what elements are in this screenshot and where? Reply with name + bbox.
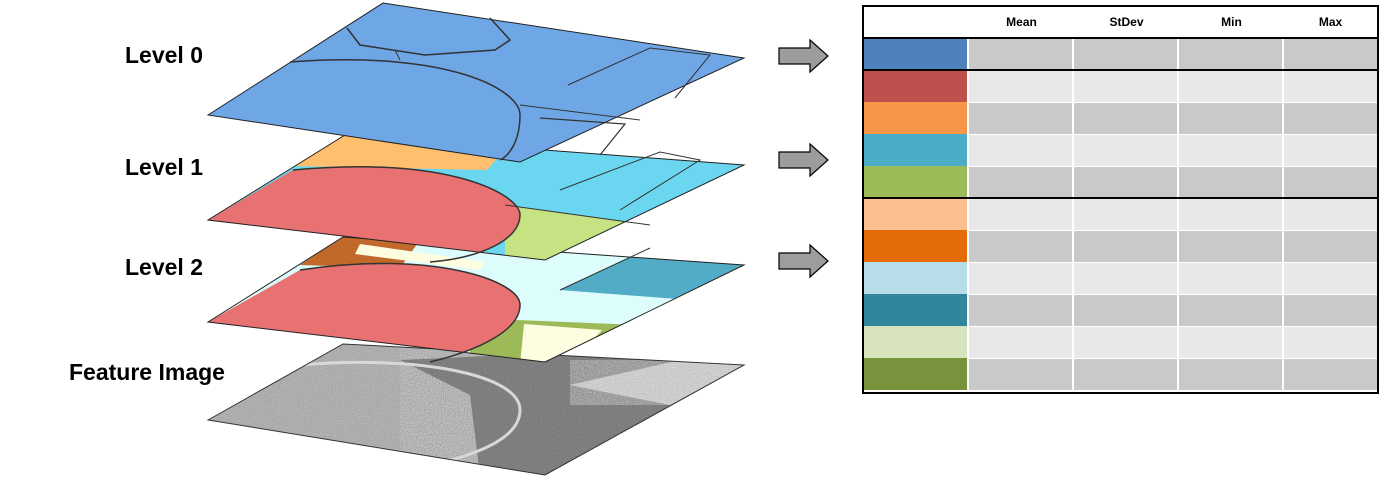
table-row — [864, 230, 1377, 262]
color-swatch — [864, 262, 967, 294]
table-row — [864, 134, 1377, 166]
color-swatch — [864, 230, 967, 262]
color-swatch — [864, 294, 967, 326]
table-cell — [1072, 134, 1177, 166]
feature-image-label: Feature Image — [69, 359, 225, 385]
header-stdev: StDev — [1109, 15, 1144, 29]
table-cell — [1282, 294, 1377, 326]
table-cell — [1282, 230, 1377, 262]
color-swatch — [864, 198, 967, 230]
table-cell — [1072, 198, 1177, 230]
level-1-label: Level 1 — [125, 154, 203, 180]
table-row — [864, 102, 1377, 134]
table-cell — [1177, 70, 1282, 102]
table-cell — [1282, 358, 1377, 390]
table-cell — [1282, 134, 1377, 166]
table-row — [864, 198, 1377, 230]
table-cell — [1072, 294, 1177, 326]
table-cell — [1072, 70, 1177, 102]
table-row — [864, 166, 1377, 198]
table-cell — [1282, 166, 1377, 198]
table-cell — [967, 102, 1072, 134]
table-cell — [1072, 38, 1177, 70]
color-swatch — [864, 134, 967, 166]
table-cell — [1282, 326, 1377, 358]
header-min: Min — [1221, 15, 1242, 29]
group-divider — [864, 37, 1377, 39]
table-row — [864, 70, 1377, 102]
table-cell — [1177, 326, 1282, 358]
table-cell — [1177, 358, 1282, 390]
level-0-label: Level 0 — [125, 42, 203, 68]
table-cell — [967, 358, 1072, 390]
color-swatch — [864, 102, 967, 134]
table-row — [864, 262, 1377, 294]
table-cell — [967, 326, 1072, 358]
table-cell — [1177, 262, 1282, 294]
table-cell — [967, 134, 1072, 166]
table-cell — [1177, 198, 1282, 230]
table-cell — [967, 198, 1072, 230]
table-cell — [1282, 102, 1377, 134]
table-cell — [1177, 134, 1282, 166]
color-swatch — [864, 326, 967, 358]
table-cell — [1177, 166, 1282, 198]
header-mean: Mean — [1006, 15, 1037, 29]
table-cell — [1072, 262, 1177, 294]
table-cell — [1177, 230, 1282, 262]
header-max: Max — [1318, 15, 1343, 29]
table-cell — [1177, 38, 1282, 70]
table-cell — [967, 294, 1072, 326]
color-swatch — [864, 166, 967, 198]
level-0-layer — [206, 2, 746, 163]
layer-stack-diagram — [206, 2, 829, 476]
table-row — [864, 326, 1377, 358]
table-cell — [1072, 230, 1177, 262]
arrow-level-2 — [778, 243, 829, 279]
table-cell — [967, 262, 1072, 294]
arrow-level-0 — [778, 38, 829, 74]
group-divider — [864, 69, 1377, 71]
table-cell — [1072, 102, 1177, 134]
table-cell — [1282, 70, 1377, 102]
table-cell — [967, 230, 1072, 262]
table-cell — [1072, 166, 1177, 198]
table-cell — [967, 70, 1072, 102]
table-cell — [1072, 326, 1177, 358]
table-row — [864, 358, 1377, 390]
table-cell — [1072, 358, 1177, 390]
table-cell — [1282, 198, 1377, 230]
table-cell — [967, 38, 1072, 70]
color-swatch — [864, 358, 967, 390]
color-swatch — [864, 70, 967, 102]
statistics-table: Mean StDev Min Max — [862, 5, 1379, 394]
table-cell — [1282, 38, 1377, 70]
table-cell — [1177, 294, 1282, 326]
table-cell — [1282, 262, 1377, 294]
feature-image-layer — [206, 343, 746, 476]
table-cell — [967, 166, 1072, 198]
table-cell — [1177, 102, 1282, 134]
group-divider — [864, 197, 1377, 199]
table-row — [864, 294, 1377, 326]
level-2-label: Level 2 — [125, 254, 203, 280]
color-swatch — [864, 38, 967, 70]
arrow-level-1 — [778, 142, 829, 178]
table-row — [864, 38, 1377, 70]
